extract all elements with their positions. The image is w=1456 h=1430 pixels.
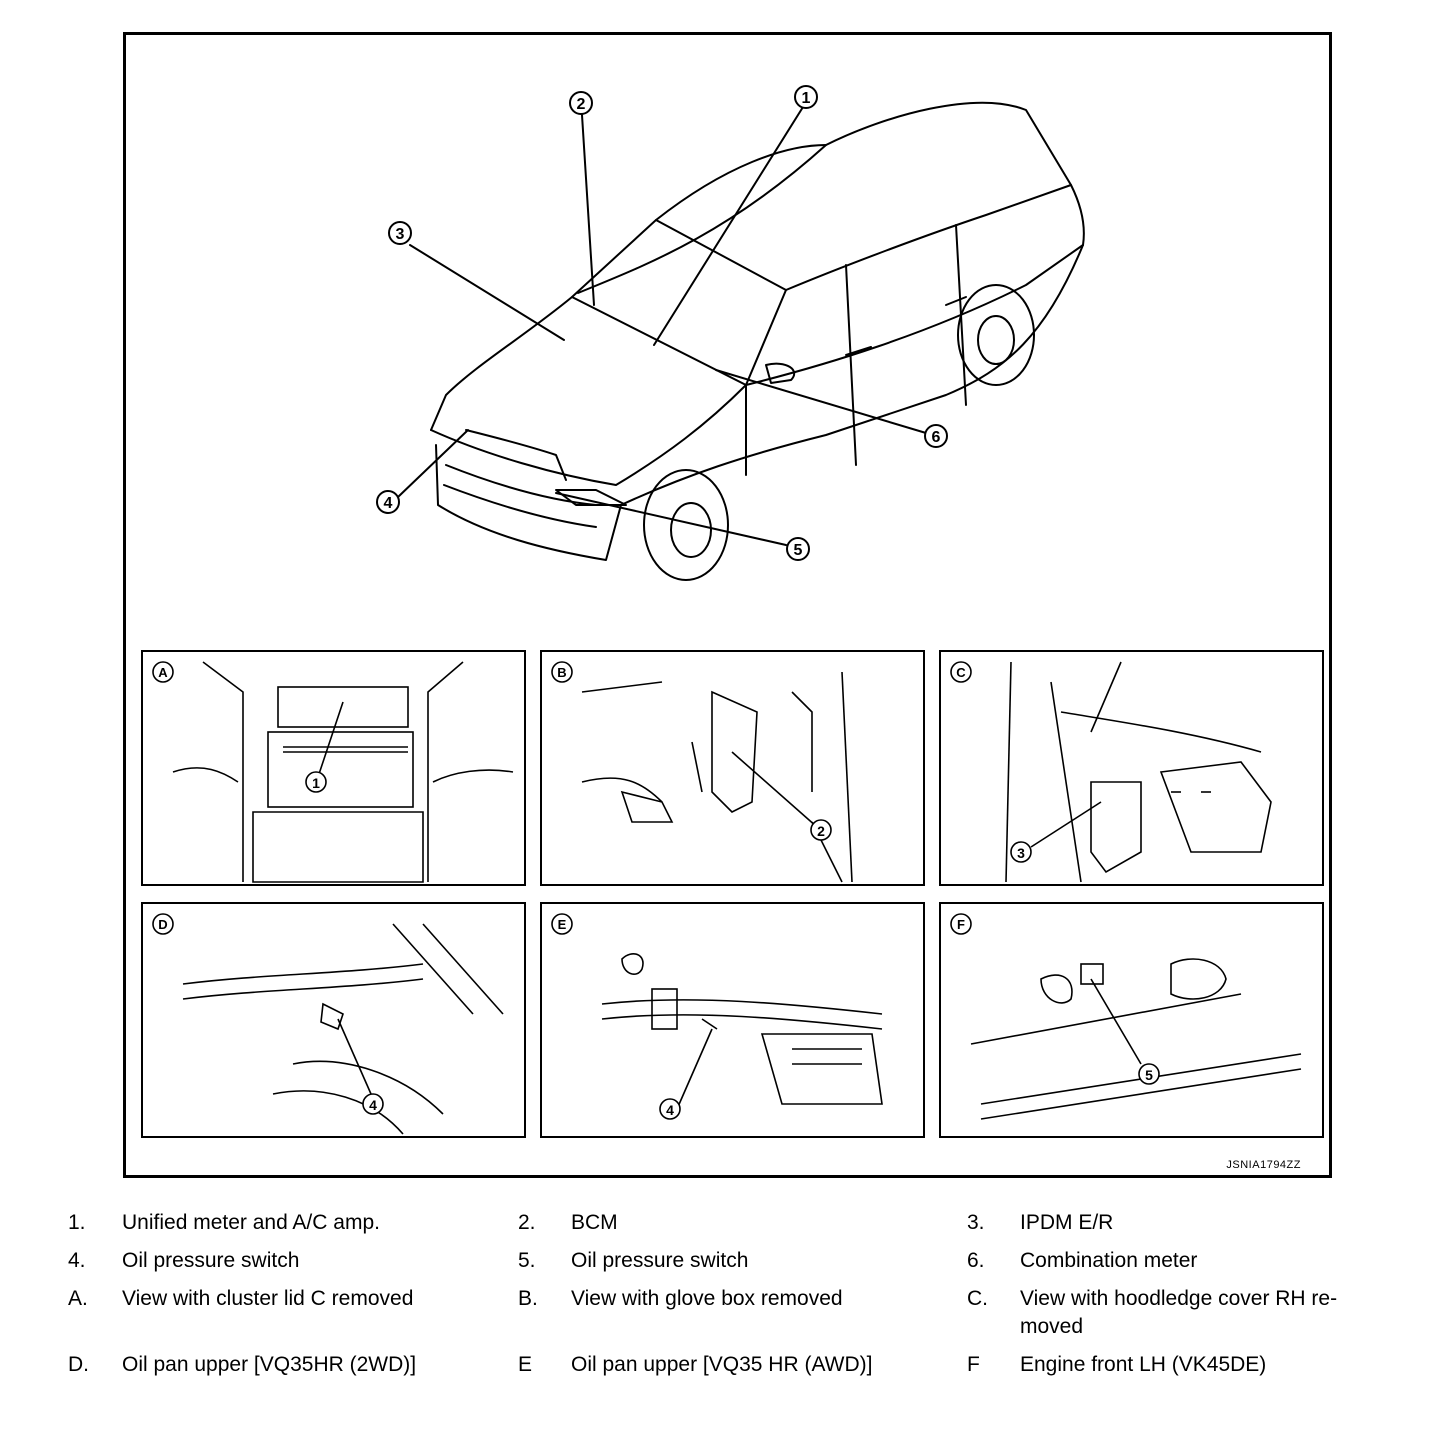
car-drawing: 1 2 3 4 5 6	[376, 85, 1085, 581]
svg-text:3: 3	[1017, 845, 1025, 861]
legend-text: View with hoodledge cover RH re-moved	[1020, 1287, 1338, 1338]
legend-text: Unified meter and A/C amp.	[122, 1211, 380, 1234]
panel-c: 3 C	[939, 650, 1324, 886]
legend-text: Oil pan upper [VQ35 HR (AWD)]	[571, 1353, 873, 1376]
legend-key: 4.	[68, 1249, 86, 1272]
callout-4: 4	[384, 495, 393, 512]
legend-key: F	[967, 1353, 980, 1376]
figure-code: JSNIA1794ZZ	[1226, 1159, 1301, 1171]
legend-text: Oil pressure switch	[122, 1249, 300, 1272]
svg-text:2: 2	[817, 823, 825, 839]
panel-a: 1 A	[141, 650, 526, 886]
legend-key: 6.	[967, 1249, 985, 1272]
legend-text: View with glove box removed	[571, 1287, 843, 1310]
panel-c-letter: C	[956, 665, 966, 680]
callout-5: 5	[794, 542, 803, 559]
legend-text: View with cluster lid C removed	[122, 1287, 414, 1310]
svg-text:4: 4	[666, 1102, 674, 1118]
panel-b-letter: B	[557, 665, 566, 680]
panel-f: 5 F	[939, 902, 1324, 1138]
panel-e: 4 E	[540, 902, 925, 1138]
legend-text: Engine front LH (VK45DE)	[1020, 1353, 1267, 1376]
legend-text: Oil pan upper [VQ35HR (2WD)]	[122, 1353, 417, 1376]
svg-text:4: 4	[369, 1097, 377, 1113]
callout-2: 2	[577, 96, 586, 113]
legend-key: A.	[68, 1287, 88, 1310]
legend-key: 5.	[518, 1249, 536, 1272]
callout-6: 6	[932, 429, 941, 446]
panel-f-letter: F	[957, 917, 965, 932]
legend-text: Oil pressure switch	[571, 1249, 749, 1272]
legend-key: 3.	[967, 1211, 985, 1234]
legend-key: E	[518, 1353, 533, 1376]
figure-frame: 1 2 3 4 5 6 1 A	[123, 32, 1332, 1178]
panel-d-letter: D	[158, 917, 167, 932]
panel-e-letter: E	[558, 917, 567, 932]
legend-key: 2.	[518, 1211, 536, 1234]
legend-text: BCM	[571, 1211, 618, 1234]
panel-a-letter: A	[158, 665, 168, 680]
svg-text:5: 5	[1145, 1067, 1153, 1083]
legend-key: D.	[68, 1353, 89, 1376]
svg-text:1: 1	[312, 775, 320, 791]
callout-1: 1	[802, 90, 811, 107]
legend-key: B.	[518, 1287, 538, 1310]
legend-key: C.	[967, 1287, 988, 1310]
legend-key: 1.	[68, 1211, 86, 1234]
legend-text: Combination meter	[1020, 1249, 1198, 1272]
legend-text: IPDM E/R	[1020, 1211, 1114, 1234]
callout-3: 3	[396, 226, 405, 243]
panel-d: 4 D	[141, 902, 526, 1138]
panel-b: 2 B	[540, 650, 925, 886]
